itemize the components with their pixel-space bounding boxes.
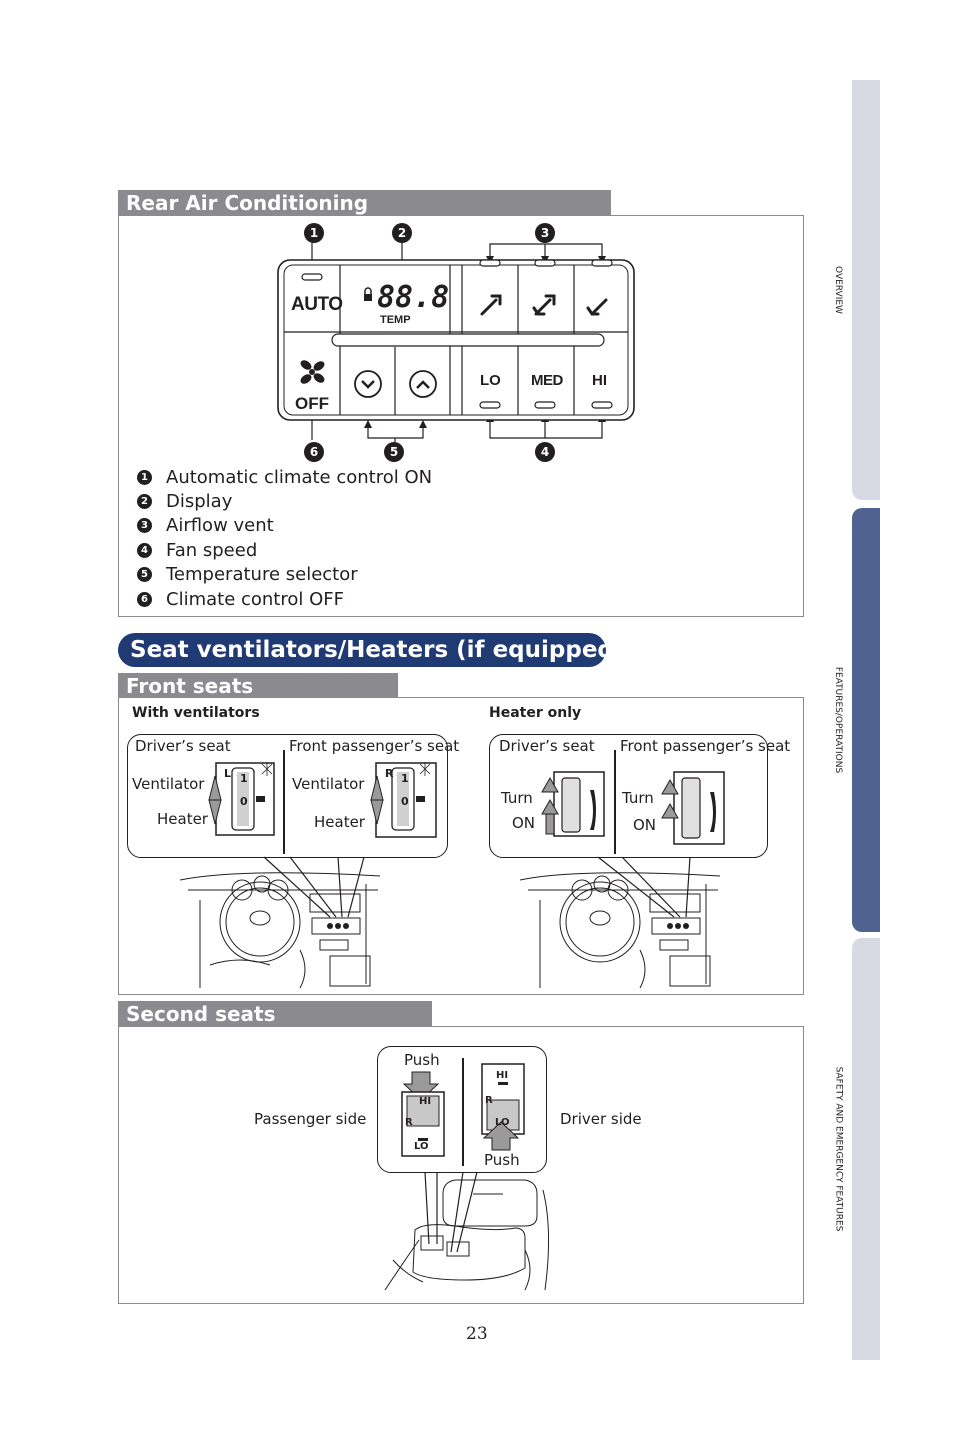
r-label: R xyxy=(405,1117,413,1128)
second-seats-box xyxy=(118,1026,804,1304)
with-ventilators-label: With ventilators xyxy=(132,705,260,721)
switch-0-label: 0 xyxy=(240,795,248,808)
driver-vent-heater-switch[interactable] xyxy=(206,760,278,838)
switch-1-label: 1 xyxy=(240,772,248,785)
rear-ac-heading: Rear Air Conditioning xyxy=(118,190,611,215)
on-label: ON xyxy=(512,814,536,832)
with-ventilators-callout xyxy=(127,734,448,858)
front-passenger-seat-label: Front passenger’s seat xyxy=(289,737,460,755)
callout-4: 4 xyxy=(535,442,555,462)
passenger-side-switch[interactable] xyxy=(398,1070,448,1160)
ventilator-label: Ventilator xyxy=(132,775,205,793)
dashboard-illustration-heater-only xyxy=(520,872,721,989)
callout-6: 6 xyxy=(304,442,324,462)
heater-label: Heater xyxy=(157,810,208,828)
hi-label: HI xyxy=(496,1070,509,1081)
callout-1: 1 xyxy=(304,223,324,243)
lo-label: LO xyxy=(414,1141,429,1152)
heater-label: Heater xyxy=(314,813,365,831)
front-passenger-seat-label: Front passenger’s seat xyxy=(620,737,791,755)
side-tab-safety-label: SAFETY AND EMERGENCY FEATURES xyxy=(833,1066,844,1232)
fan-med-button[interactable]: MED xyxy=(531,372,563,389)
driver-side-switch[interactable] xyxy=(478,1060,528,1152)
hi-label: HI xyxy=(419,1096,432,1107)
side-tab-overview-label: OVERVIEW xyxy=(833,266,843,314)
r-label: R xyxy=(485,1095,493,1106)
side-tab-safety[interactable] xyxy=(852,938,880,1360)
rear-ac-control-panel xyxy=(277,242,635,442)
lo-label: LO xyxy=(495,1117,510,1128)
side-tab-features-operations[interactable] xyxy=(852,508,880,932)
switch-l-label: L xyxy=(224,767,232,780)
callout-2: 2 xyxy=(392,223,412,243)
fan-hi-button[interactable]: HI xyxy=(592,372,607,389)
ventilator-label: Ventilator xyxy=(292,775,365,793)
switch-0-label: 0 xyxy=(401,795,409,808)
front-seats-leader-lines xyxy=(263,856,691,918)
page-number: 23 xyxy=(466,1324,488,1344)
turn-label: Turn xyxy=(622,789,654,807)
dashboard-illustration-ventilated xyxy=(180,872,381,989)
front-seats-box xyxy=(118,697,804,995)
front-seats-heading: Front seats xyxy=(118,673,398,698)
side-tab-features-operations-label: FEATURES/OPERATIONS xyxy=(833,666,844,774)
drivers-seat-label: Driver’s seat xyxy=(499,737,595,755)
seat-section-heading: Seat ventilators/Heaters (if equipped) xyxy=(118,633,624,667)
heater-only-callout xyxy=(489,734,768,858)
switch-r-label: R xyxy=(385,767,394,780)
driver-side-label: Driver side xyxy=(560,1110,642,1128)
drivers-seat-label: Driver’s seat xyxy=(135,737,231,755)
turn-label: Turn xyxy=(501,789,533,807)
driver-heater-switch[interactable] xyxy=(538,770,608,840)
second-seats-callout xyxy=(377,1046,547,1173)
fan-lo-button[interactable]: LO xyxy=(480,372,501,389)
temperature-display: 88.8 xyxy=(377,280,450,315)
push-label: Push xyxy=(404,1051,440,1069)
passenger-heater-switch[interactable] xyxy=(660,770,728,848)
callout-5: 5 xyxy=(384,442,404,462)
push-label: Push xyxy=(484,1151,520,1169)
callout-3: 3 xyxy=(535,223,555,243)
second-seats-console-illustration xyxy=(384,1171,550,1291)
second-seats-heading: Second seats xyxy=(118,1001,432,1027)
passenger-side-label: Passenger side xyxy=(254,1110,367,1128)
side-tab-overview[interactable] xyxy=(852,80,880,500)
switch-1-label: 1 xyxy=(401,772,409,785)
off-button[interactable]: OFF xyxy=(295,394,329,413)
temp-label: TEMP xyxy=(380,314,411,326)
heater-only-label: Heater only xyxy=(489,705,582,721)
auto-button[interactable]: AUTO xyxy=(291,294,343,315)
on-label: ON xyxy=(633,816,657,834)
passenger-vent-heater-switch[interactable] xyxy=(366,760,442,840)
